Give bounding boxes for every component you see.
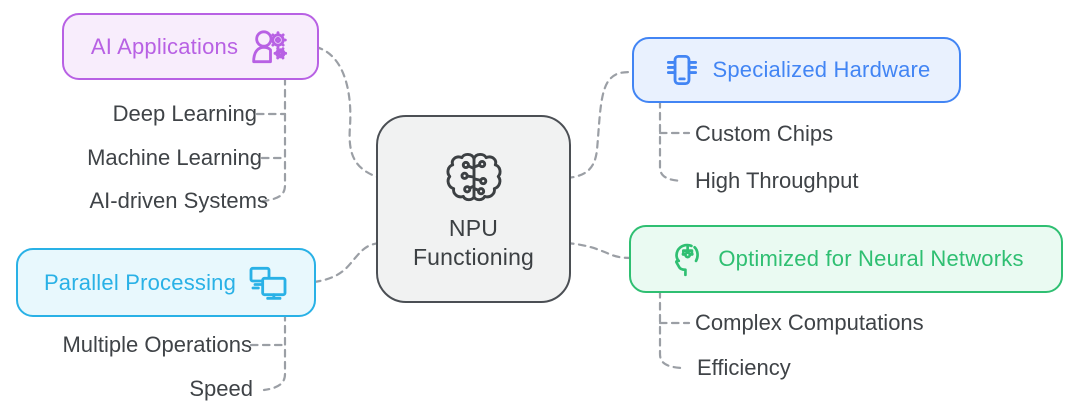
leaf-complex-computations[interactable]: Complex Computations (695, 310, 924, 335)
ai-head-icon (675, 243, 700, 277)
center-node[interactable]: NPU Functioning (376, 115, 571, 303)
leaf-efficiency[interactable]: Efficiency (697, 355, 791, 380)
node-label: Parallel Processing (43, 269, 237, 295)
leaf-multiple-operations[interactable]: Multiple Operations (62, 332, 252, 357)
dual-monitors-icon (249, 266, 287, 300)
node-label: Optimized for Neural Networks (718, 246, 1024, 271)
node-label: Specialized Hardware (712, 57, 931, 82)
person-gears-icon (252, 29, 288, 63)
center-title-line1: NPU (448, 215, 499, 241)
brain-circuit-icon (445, 153, 502, 202)
node-ai-applications[interactable]: AI Applications (62, 13, 319, 80)
connector-ai-subtree (261, 76, 287, 203)
connector-center-to-hardware (565, 70, 638, 180)
node-label: AI Applications (90, 33, 239, 59)
leaf-high-throughput[interactable]: High Throughput (695, 168, 859, 193)
connector-hardware-subtree (658, 99, 684, 183)
connector-parallel-subtree (262, 312, 287, 392)
node-optimized-neural-networks[interactable]: Optimized for Neural Networks (629, 225, 1063, 293)
node-parallel-processing[interactable]: Parallel Processing (16, 248, 316, 317)
leaf-speed[interactable]: Speed (189, 376, 253, 401)
connector-optimized-subtree (658, 289, 684, 370)
connector-ai-to-center (314, 45, 382, 180)
leaf-ai-driven-systems[interactable]: AI-driven Systems (89, 188, 269, 213)
leaf-custom-chips[interactable]: Custom Chips (695, 121, 834, 146)
connector-center-to-optimized (565, 241, 635, 260)
connector-parallel-to-center (312, 241, 382, 284)
leaf-deep-learning[interactable]: Deep Learning (112, 101, 257, 126)
leaf-machine-learning[interactable]: Machine Learning (87, 145, 262, 170)
microchip-icon (666, 54, 697, 86)
node-specialized-hardware[interactable]: Specialized Hardware (632, 37, 961, 103)
center-title-line2: Functioning (412, 244, 535, 270)
